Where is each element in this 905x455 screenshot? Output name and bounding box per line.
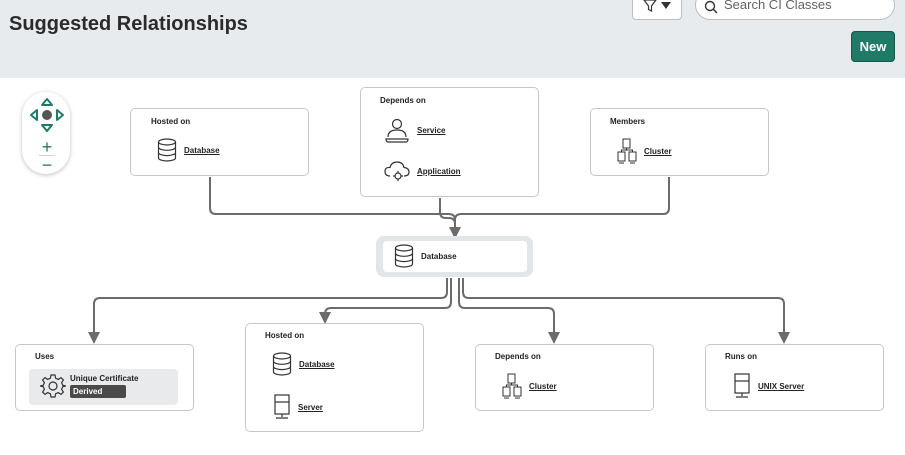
group-label: Depends on xyxy=(495,352,541,361)
application-cloud-icon xyxy=(384,161,410,181)
group-hosted-on-top xyxy=(130,108,309,176)
cluster-icon xyxy=(617,138,637,164)
group-depends-on-bottom xyxy=(475,344,654,411)
ci-item-server[interactable]: Server xyxy=(273,394,323,420)
ci-link[interactable]: Cluster xyxy=(529,381,557,391)
ci-link[interactable]: Server xyxy=(298,402,323,412)
pan-icon[interactable] xyxy=(28,96,66,134)
ci-link[interactable]: Service xyxy=(417,125,446,135)
center-ci[interactable]: Database xyxy=(394,244,457,268)
ci-link[interactable]: Cluster xyxy=(644,146,672,156)
ci-item-service[interactable]: Service xyxy=(384,117,445,143)
ci-link[interactable]: Database xyxy=(184,145,220,155)
group-label: Hosted on xyxy=(151,117,191,126)
filter-button[interactable] xyxy=(632,0,682,20)
derived-badge: Derived xyxy=(70,385,126,398)
caret-down-icon xyxy=(661,2,671,9)
ci-item-unix-server[interactable]: UNIX Server xyxy=(733,373,804,399)
center-node-label: Database xyxy=(421,251,457,261)
group-label: Hosted on xyxy=(265,331,305,340)
ci-item-application[interactable]: Application xyxy=(384,159,461,183)
new-button[interactable]: New xyxy=(851,31,895,62)
server-icon xyxy=(274,394,290,419)
database-icon xyxy=(394,244,414,268)
search-icon xyxy=(704,0,718,14)
group-members xyxy=(590,108,769,176)
filter-icon xyxy=(643,0,657,12)
ci-label: Unique Certificate xyxy=(70,374,139,383)
ci-item-database[interactable]: Database xyxy=(272,352,335,376)
server-icon xyxy=(734,373,750,398)
zoom-out-button[interactable]: − xyxy=(41,155,53,175)
gear-icon xyxy=(40,374,66,398)
page-title: Suggested Relationships xyxy=(9,13,248,35)
group-label: Members xyxy=(610,117,646,126)
zoom-divider xyxy=(39,155,55,156)
service-icon xyxy=(385,118,409,143)
database-icon xyxy=(272,352,292,376)
ci-item-cluster[interactable]: Cluster xyxy=(502,373,557,399)
ci-link[interactable]: UNIX Server xyxy=(758,381,805,391)
ci-item-database[interactable]: Database xyxy=(157,138,220,162)
search-box[interactable] xyxy=(695,0,895,20)
search-input[interactable] xyxy=(724,0,884,12)
cluster-icon xyxy=(502,373,522,399)
group-label: Depends on xyxy=(380,96,426,105)
group-label: Uses xyxy=(35,352,55,361)
database-icon xyxy=(157,138,177,162)
ci-item-cluster[interactable]: Cluster xyxy=(617,138,672,164)
ci-link[interactable]: Application xyxy=(417,166,461,176)
group-label: Runs on xyxy=(725,352,757,361)
zoom-in-button[interactable]: + xyxy=(41,137,53,157)
ci-link[interactable]: Database xyxy=(299,359,335,369)
